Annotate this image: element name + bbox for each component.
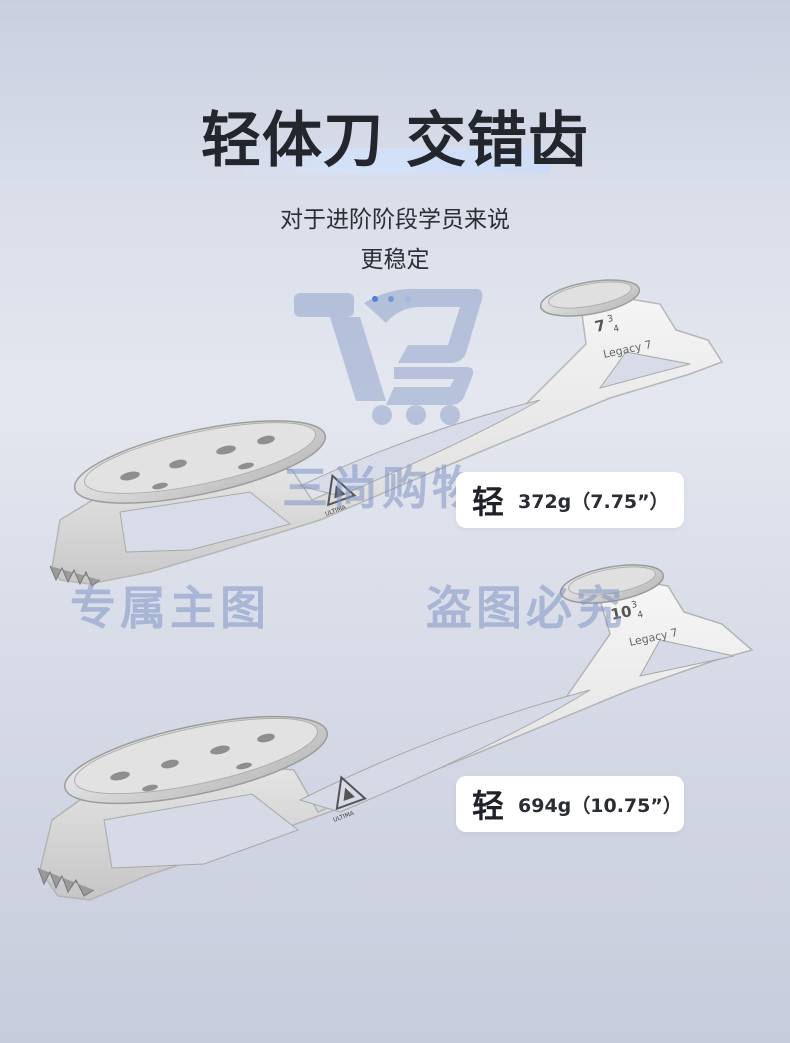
blade2-size-fraction-top: 3 (631, 600, 639, 611)
blade2-size-fraction-bottom: 4 (637, 610, 645, 621)
weight-badge-label: 轻 (472, 483, 505, 521)
carousel-dot-active (372, 296, 378, 302)
headline-highlight-bar (244, 148, 550, 174)
blade2-brand: ULTIMA (332, 810, 356, 824)
blade1-size-fraction-top: 3 (607, 314, 615, 325)
weight-badge-value: 372g（7.75”） (518, 490, 669, 513)
blade2-size-number: 10 (609, 602, 633, 624)
weight-badge-value: 694g（10.75”） (518, 794, 682, 817)
shop-cart-logo-watermark (294, 288, 483, 425)
subtitle-line-1: 对于进阶阶段学员来说 (280, 207, 510, 233)
blade1-size-number: 7 (593, 316, 607, 336)
watermark-notice-right: 盗图必究 (426, 581, 626, 635)
page-title: 轻体刀 交错齿 (201, 106, 589, 176)
weight-badge-large: 轻 694g（10.75”） (456, 776, 684, 832)
watermark-shop-name: 三尚购物 (282, 461, 482, 515)
subtitle-line-2: 更稳定 (360, 247, 430, 273)
ultima-logo-icon (326, 473, 357, 507)
weight-badge-label: 轻 (472, 787, 505, 825)
watermark-notice-left: 专属主图 (70, 581, 270, 635)
carousel-dots (372, 289, 417, 307)
weight-badge-small: 轻 372g（7.75”） (456, 472, 684, 528)
carousel-dot (404, 296, 411, 302)
blade1-size-fraction-bottom: 4 (613, 324, 621, 335)
carousel-dot (388, 296, 395, 302)
ultima-logo-icon (335, 775, 367, 811)
